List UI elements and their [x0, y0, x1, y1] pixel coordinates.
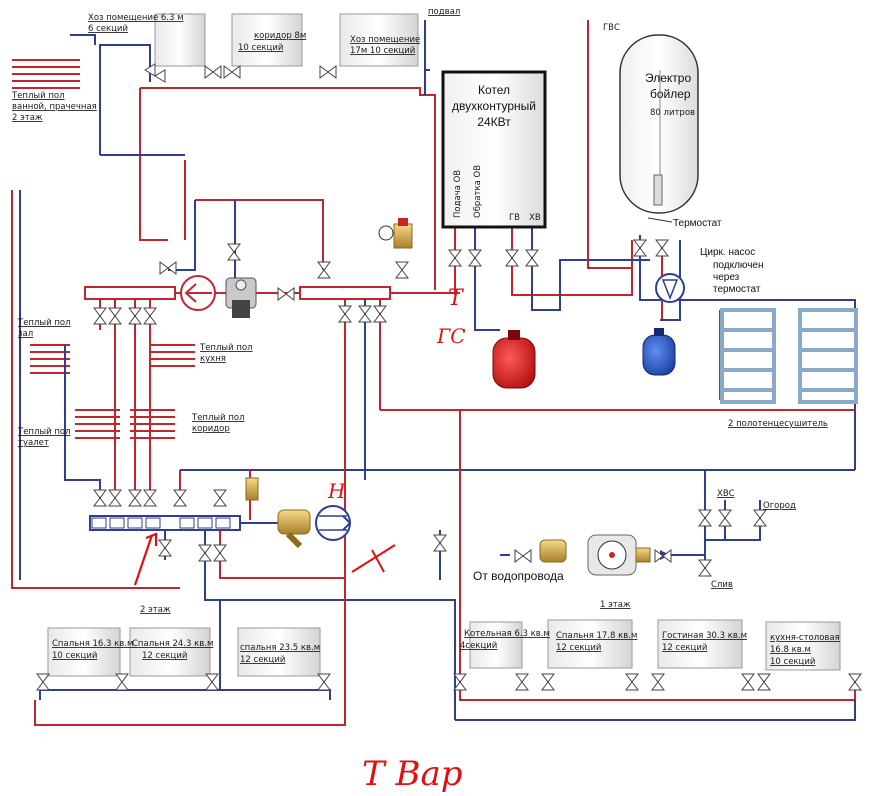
- floor-heating-1-line2: ванной, прачечная: [12, 102, 97, 112]
- floor2-radiator-1-line2: 10 секций: [52, 651, 97, 661]
- top-radiator-1-line1: Хоз помещение 6.3 м: [88, 13, 184, 23]
- floor2-title: 2 этаж: [140, 605, 171, 615]
- boiler-port-return: Обратка ОВ: [473, 165, 483, 218]
- top-radiator-2-line1: коридор 8м: [254, 31, 306, 41]
- top-radiators: Хоз помещение 6.3 м 6 секций коридор 8м …: [88, 7, 460, 67]
- pump-note-line2: подключен: [713, 260, 764, 271]
- radiator-utility-6: [154, 13, 206, 67]
- boiler-line2: двухконтурный: [452, 99, 536, 113]
- boiler-line3: 24КВт: [477, 115, 511, 129]
- handwritten-arrow-icon: [133, 532, 158, 586]
- floor2-radiators: 2 этаж Спальня 16.3 кв.м 10 секций Спаль…: [36, 605, 331, 691]
- floor-heating-3-line1: Теплый пол: [199, 343, 253, 353]
- floor-heating-2-line1: Теплый пол: [17, 318, 71, 328]
- mains-label: От водопровода: [473, 569, 564, 583]
- floor-heating-4-line2: туалет: [18, 438, 49, 448]
- towel-dryers: 2 полотенцесушитель: [720, 308, 858, 429]
- boiler-port-supply: Подача ОВ: [453, 170, 463, 218]
- floor-heating-5-line1: Теплый пол: [191, 413, 245, 423]
- air-vent-icon: [245, 477, 259, 501]
- handwritten-cross-icon: [351, 544, 396, 573]
- thermostat-label: Термостат: [673, 218, 722, 229]
- cold-water-label: ХВС: [717, 489, 735, 499]
- floor1-radiators: 1 этаж Котельная 6.3 кв.м 4секций Спальн…: [453, 600, 862, 691]
- top-radiator-1-line2: 6 секций: [88, 24, 128, 34]
- handwritten-signature: Т Вар: [362, 754, 463, 794]
- pump-note-line4: термостат: [713, 284, 761, 295]
- floor1-radiator-4-line3: 10 секций: [770, 657, 815, 667]
- top-radiator-2-line2: 10 секций: [238, 43, 283, 53]
- floor2-radiator-1-line1: Спальня 16.3 кв.м: [52, 639, 133, 649]
- floor-heating-1-line3: 2 этаж: [12, 113, 43, 123]
- water-meter-icon: [539, 534, 651, 576]
- boiler-port-hot: ГВ: [509, 213, 520, 223]
- expansion-tank-red: [492, 330, 536, 389]
- floor2-radiator-3-line2: 12 секций: [240, 655, 285, 665]
- towel-dryer-label: 2 полотенцесушитель: [728, 419, 828, 429]
- floor1-title: 1 этаж: [600, 600, 631, 610]
- top-radiator-3-line2: 17м 10 секций: [350, 46, 415, 56]
- strainer-icon: [277, 509, 311, 549]
- floor2-radiator-2-line2: 12 секций: [142, 651, 187, 661]
- floor1-radiator-4-line2: 16.8 кв.м: [770, 645, 811, 655]
- floor-heating-1-line1: Теплый пол: [11, 91, 65, 101]
- water-supply-labels: ХВС Огород Слив От водопровода: [473, 489, 796, 590]
- handwritten-gs: ГС: [436, 324, 466, 348]
- handwritten-t: Т: [448, 286, 465, 311]
- mixing-valve-icon: [225, 277, 257, 318]
- floor-heating-4-line1: Теплый пол: [17, 427, 71, 437]
- boiler-port-cold: ХВ: [529, 213, 541, 223]
- handwritten-annotations: Т ГС Н Т Вар: [133, 286, 466, 794]
- garden-label: Огород: [763, 501, 796, 511]
- heater-line1: Электро: [645, 71, 691, 85]
- basement-label: подвал: [428, 7, 460, 17]
- valves: [93, 63, 767, 577]
- hot-water-label: ГВС: [603, 23, 620, 33]
- floor1-radiator-4-line1: кухня-столовая: [770, 633, 840, 643]
- gas-boiler: Котел двухконтурный 24КВт Подача ОВ Обра…: [441, 70, 547, 229]
- floor2-radiator-3-line1: спальня 23.5 кв.м: [240, 643, 320, 653]
- heating-pump-lower-icon: [315, 505, 351, 541]
- lower-manifold: [91, 517, 231, 529]
- floor1-radiator-1-line2: 4секций: [460, 641, 497, 651]
- pump-note-line1: Цирк. насос: [700, 247, 755, 258]
- floor-heating-2-line2: зал: [18, 329, 33, 339]
- floor-heating-labels: Теплый пол ванной, прачечная 2 этаж Тепл…: [11, 91, 253, 448]
- handwritten-h: Н: [327, 479, 346, 503]
- floor-heating-5-line2: коридор: [192, 424, 230, 434]
- radiator-utility-17: [339, 13, 419, 67]
- pump-note: Цирк. насос подключен через термостат: [655, 247, 764, 303]
- electric-water-heater: Электро бойлер 80 литров ГВС Термостат: [603, 23, 722, 229]
- heater-line2: бойлер: [650, 87, 691, 101]
- boiler-line1: Котел: [478, 83, 510, 97]
- floor1-radiator-2-line2: 12 секций: [556, 643, 601, 653]
- floor2-radiator-2-line1: Спальня 24.3 кв.м: [132, 639, 213, 649]
- pipes: [11, 20, 856, 726]
- safety-group-icon: [378, 218, 413, 249]
- floor1-radiator-1-line1: Котельная 6.3 кв.м: [464, 629, 550, 639]
- expansion-tank-blue: [642, 328, 676, 376]
- floor1-radiator-2-line1: Спальня 17.8 кв.м: [556, 631, 637, 641]
- floor1-radiator-3-line1: Гостиная 30.3 кв.м: [662, 631, 747, 641]
- radiator-corridor: [231, 13, 303, 67]
- drain-label: Слив: [711, 580, 733, 590]
- pump-note-line3: через: [713, 272, 740, 283]
- pump-arrow-icon: [184, 283, 212, 303]
- top-radiator-3-line1: Хоз помещение: [350, 35, 420, 45]
- floor1-radiator-3-line2: 12 секций: [662, 643, 707, 653]
- floor-heating-3-line2: кухня: [200, 354, 226, 364]
- heater-volume: 80 литров: [650, 108, 695, 118]
